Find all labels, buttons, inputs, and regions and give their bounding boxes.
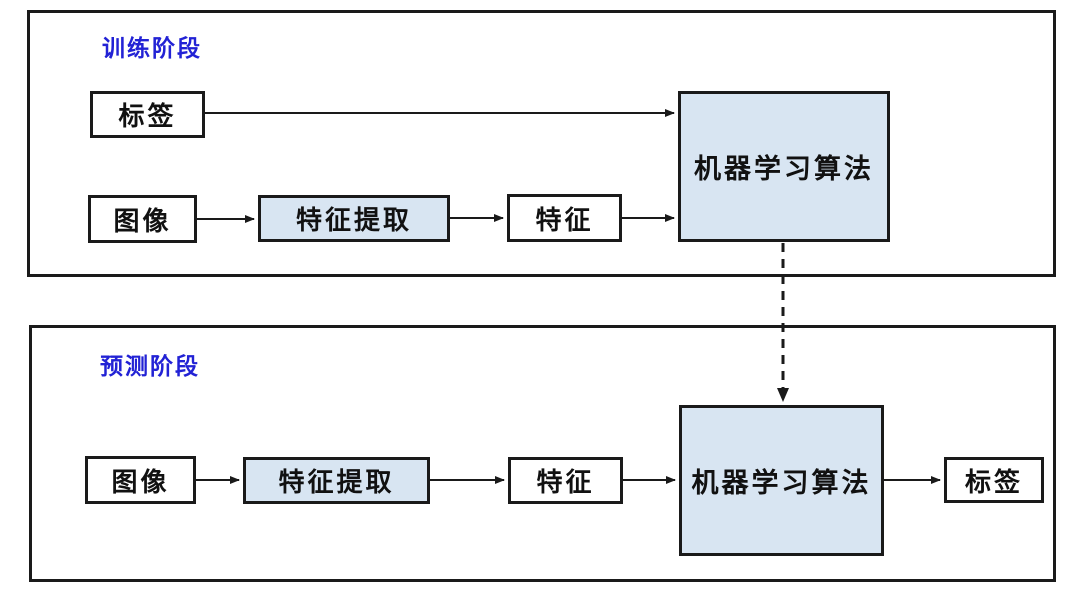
prediction-feature-node: 特征 [508, 457, 623, 504]
prediction-label-node: 标签 [944, 457, 1044, 503]
prediction-image-node: 图像 [85, 456, 196, 504]
training-feature-extraction-node: 特征提取 [258, 195, 450, 242]
training-label-node: 标签 [90, 91, 205, 138]
training-ml-algorithm-node: 机器学习算法 [678, 91, 890, 242]
training-image-node: 图像 [88, 195, 197, 243]
prediction-panel [29, 325, 1056, 582]
prediction-ml-algorithm-node: 机器学习算法 [679, 405, 884, 556]
training-panel-title: 训练阶段 [102, 36, 202, 62]
prediction-feature-extraction-node: 特征提取 [243, 457, 430, 504]
training-feature-node: 特征 [507, 194, 622, 242]
prediction-panel-title: 预测阶段 [100, 354, 200, 380]
training-panel [27, 10, 1056, 277]
